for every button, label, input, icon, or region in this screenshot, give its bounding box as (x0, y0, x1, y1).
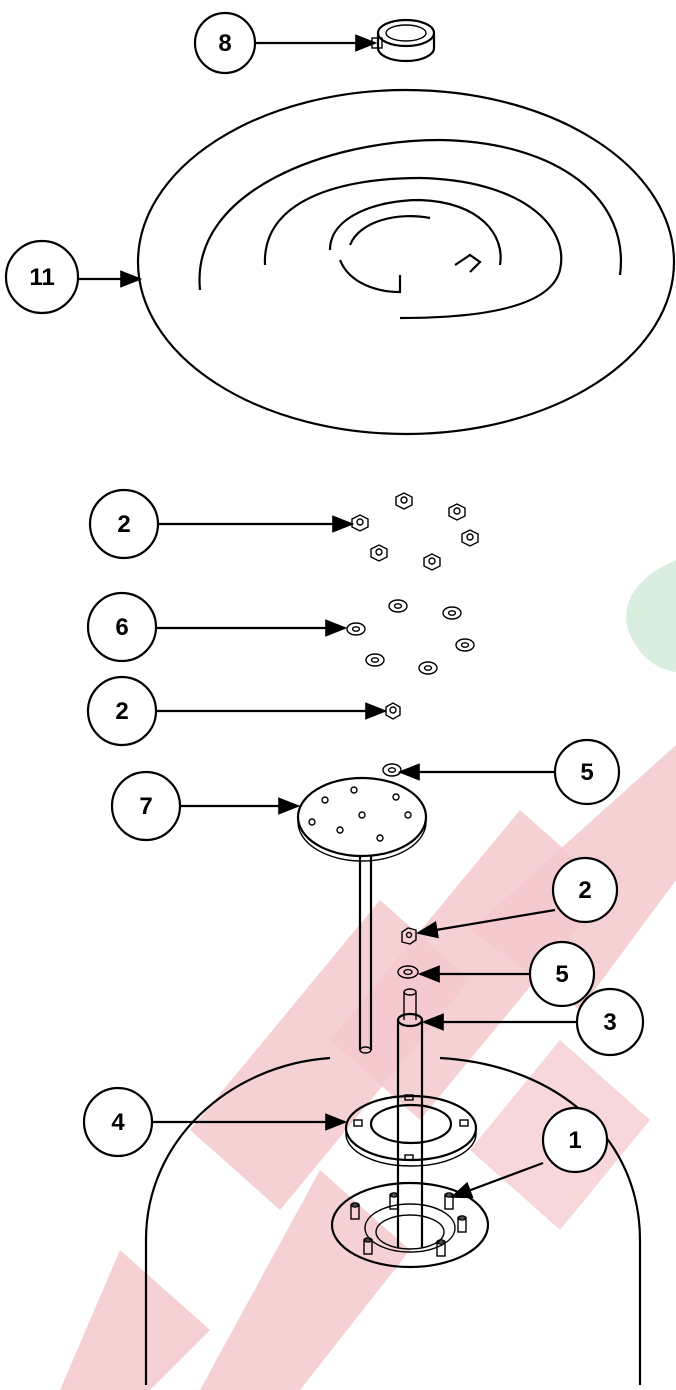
part-8-gauge (371, 18, 436, 63)
callout-2c-label: 2 (578, 877, 591, 904)
callout-5b-label: 5 (555, 961, 568, 988)
watermark-red-stripe-3 (190, 900, 470, 1210)
washer (418, 661, 438, 675)
leader-1 (449, 1161, 544, 1199)
leader-lines (79, 34, 577, 1199)
part-2-single-nut (385, 702, 401, 720)
washer (455, 638, 475, 652)
stud (457, 1215, 467, 1233)
part-6-washers-ring (346, 599, 475, 675)
hex-nut (423, 553, 441, 571)
watermark-red-stripe-5 (60, 1250, 210, 1390)
leader-2c (415, 908, 556, 939)
callout-5b: 5 (528, 940, 596, 1008)
callout-1-label: 1 (568, 1127, 581, 1154)
callout-2b-label: 2 (115, 698, 128, 725)
callout-4-label: 4 (111, 1109, 125, 1136)
part-2-nuts-ring (351, 492, 479, 571)
stud (444, 1192, 454, 1210)
washer (346, 622, 366, 636)
callout-1: 1 (541, 1106, 609, 1174)
stud (363, 1237, 373, 1255)
part-11-spiral-coil (136, 88, 676, 436)
hex-nut (351, 514, 369, 532)
callout-3: 3 (575, 987, 645, 1057)
callout-3-label: 3 (603, 1009, 616, 1036)
callout-7: 7 (110, 770, 182, 842)
hex-nut (370, 544, 388, 562)
callout-2a: 2 (88, 488, 160, 560)
stud (350, 1202, 360, 1220)
callout-7-label: 7 (139, 793, 152, 820)
callout-6: 6 (86, 591, 158, 663)
hex-nut (461, 529, 479, 547)
callout-2b: 2 (86, 675, 158, 747)
part-4-flange-gasket (344, 1094, 478, 1167)
stud (436, 1239, 446, 1257)
part-1-tank-neck (330, 1181, 490, 1269)
callout-2c: 2 (551, 856, 619, 924)
callout-5a-label: 5 (580, 759, 593, 786)
callout-11-label: 11 (29, 264, 54, 291)
watermark-red-stripe-4 (200, 1170, 410, 1390)
part-2-stud-nut (401, 927, 417, 945)
hex-nut (448, 503, 466, 521)
callout-4: 4 (82, 1086, 154, 1158)
part-7-distributor-plate (296, 776, 428, 1054)
callout-6-label: 6 (115, 614, 128, 641)
washer (388, 599, 408, 613)
callout-11: 11 (4, 239, 80, 315)
callouts: 8 11 2 6 2 5 7 2 (4, 11, 645, 1174)
watermark (60, 560, 676, 1390)
part-5-washer-top (382, 763, 402, 777)
washer (442, 606, 462, 620)
callout-8: 8 (193, 11, 257, 75)
callout-2a-label: 2 (117, 511, 130, 538)
washer (365, 653, 385, 667)
hex-nut (395, 492, 413, 510)
callout-8-label: 8 (218, 30, 231, 57)
callout-5a: 5 (553, 738, 621, 806)
watermark-green-shape (626, 560, 676, 672)
